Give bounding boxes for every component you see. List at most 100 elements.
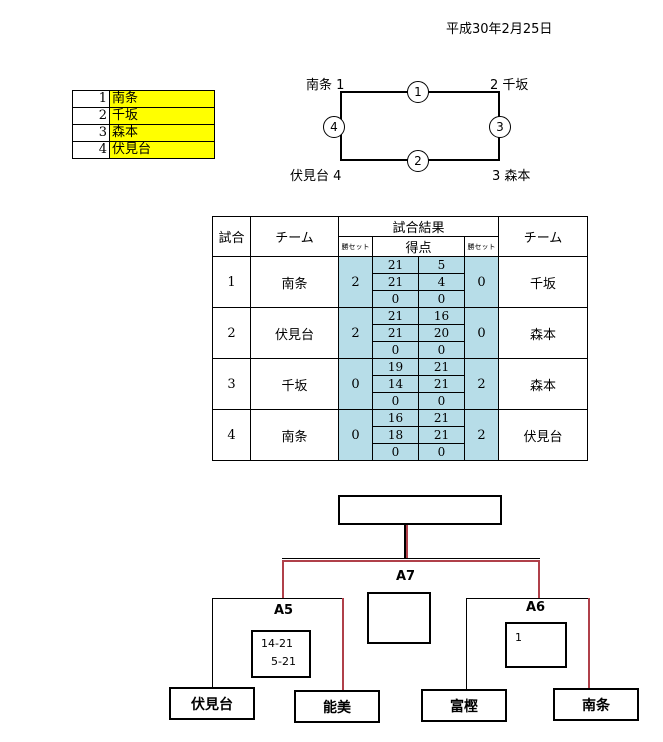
a7-score-box <box>367 592 431 644</box>
team-a: 南条 <box>250 409 339 461</box>
bracket-line-winner <box>538 560 540 598</box>
score-b: 0 <box>418 392 465 410</box>
sets-a: 2 <box>338 256 373 308</box>
team-b: 伏見台 <box>498 409 588 461</box>
match-number: 1 <box>212 256 251 308</box>
a6-score-box: 1 <box>505 622 567 668</box>
score-b: 0 <box>418 443 465 461</box>
header-sets-b: 勝セット <box>464 236 499 257</box>
a5-score-box: 14-21 5-21 <box>251 630 311 678</box>
score-b: 5 <box>418 256 465 274</box>
bracket-line <box>212 598 213 688</box>
diagram-label-top-right: 2 千坂 <box>490 78 529 93</box>
bracket-label-a7: A7 <box>396 569 416 584</box>
team-a: 伏見台 <box>250 307 339 359</box>
score-b: 20 <box>418 324 465 342</box>
match-number: 4 <box>212 409 251 461</box>
score-a: 0 <box>372 290 419 308</box>
team-name: 伏見台 <box>109 141 215 159</box>
header-points: 得点 <box>372 236 465 257</box>
match-number: 2 <box>212 307 251 359</box>
bracket-label-a5: A5 <box>274 603 294 618</box>
match-row: 4 南条 0 16 21 2 伏見台 <box>212 409 588 461</box>
bracket-label-a6: A6 <box>526 600 546 615</box>
team-number: 2 <box>72 107 110 125</box>
sets-a: 0 <box>338 358 373 410</box>
score-a: 18 <box>372 426 419 444</box>
match-circle-1: 1 <box>407 81 429 103</box>
bracket-team-box: 伏見台 <box>169 687 255 720</box>
header-team-b: チーム <box>498 216 588 257</box>
sets-a: 2 <box>338 307 373 359</box>
match-circle-2: 2 <box>407 150 429 172</box>
bracket-line-winner <box>406 525 408 558</box>
score-a: 19 <box>372 358 419 376</box>
team-b: 千坂 <box>498 256 588 308</box>
results-table: 試合 チーム 試合結果 チーム 勝セット 得点 勝セット 1 南条 2 21 5… <box>212 216 588 461</box>
team-list: 1 南条 2 千坂 3 森本 4 伏見台 <box>72 90 215 159</box>
final-box <box>338 495 502 525</box>
score-a: 21 <box>372 273 419 291</box>
a6-score: 1 <box>515 631 522 644</box>
sets-b: 2 <box>464 409 499 461</box>
team-number: 3 <box>72 124 110 142</box>
score-a: 0 <box>372 443 419 461</box>
score-a: 0 <box>372 341 419 359</box>
bracket-line-winner <box>342 598 344 690</box>
date-label: 平成30年2月25日 <box>446 22 553 37</box>
header-sets-a: 勝セット <box>338 236 373 257</box>
diagram-label-bottom-left: 伏見台 4 <box>290 169 342 184</box>
team-b: 森本 <box>498 358 588 410</box>
team-number: 4 <box>72 141 110 159</box>
team-name: 南条 <box>109 90 215 108</box>
bracket-line <box>466 598 590 599</box>
team-a: 千坂 <box>250 358 339 410</box>
score-a: 14 <box>372 375 419 393</box>
bracket-team-box: 富樫 <box>421 689 507 722</box>
score-a: 16 <box>372 409 419 427</box>
score-b: 21 <box>418 375 465 393</box>
sets-a: 0 <box>338 409 373 461</box>
sets-b: 0 <box>464 307 499 359</box>
bracket-team-box: 能美 <box>294 690 380 723</box>
match-row: 1 南条 2 21 5 0 千坂 <box>212 256 588 308</box>
match-circle-4: 4 <box>323 116 345 138</box>
bracket-line <box>466 598 467 690</box>
match-number: 3 <box>212 358 251 410</box>
header-team-a: チーム <box>250 216 339 257</box>
match-row: 2 伏見台 2 21 16 0 森本 <box>212 307 588 359</box>
score-a: 21 <box>372 307 419 325</box>
team-b: 森本 <box>498 307 588 359</box>
team-name: 千坂 <box>109 107 215 125</box>
header-result: 試合結果 <box>338 216 499 237</box>
a5-score-set1: 14-21 <box>261 637 293 650</box>
team-list-row: 3 森本 <box>72 124 215 142</box>
team-list-row: 1 南条 <box>72 90 215 108</box>
bracket-line-winner <box>588 598 590 688</box>
score-b: 21 <box>418 409 465 427</box>
bracket-line <box>282 558 540 559</box>
team-number: 1 <box>72 90 110 108</box>
diagram-label-top-left: 南条 1 <box>306 78 345 93</box>
sets-b: 0 <box>464 256 499 308</box>
bracket-line-winner <box>282 560 284 598</box>
team-a: 南条 <box>250 256 339 308</box>
team-list-row: 2 千坂 <box>72 107 215 125</box>
score-b: 16 <box>418 307 465 325</box>
bracket-team-box: 南条 <box>553 688 639 721</box>
score-b: 21 <box>418 358 465 376</box>
a5-score-set2: 5-21 <box>271 655 296 668</box>
score-b: 0 <box>418 341 465 359</box>
score-b: 21 <box>418 426 465 444</box>
score-a: 0 <box>372 392 419 410</box>
match-row: 3 千坂 0 19 21 2 森本 <box>212 358 588 410</box>
team-list-row: 4 伏見台 <box>72 141 215 159</box>
bracket-line <box>212 598 344 599</box>
score-b: 4 <box>418 273 465 291</box>
score-a: 21 <box>372 256 419 274</box>
score-a: 21 <box>372 324 419 342</box>
match-circle-3: 3 <box>489 116 511 138</box>
score-b: 0 <box>418 290 465 308</box>
header-match: 試合 <box>212 216 251 257</box>
sets-b: 2 <box>464 358 499 410</box>
